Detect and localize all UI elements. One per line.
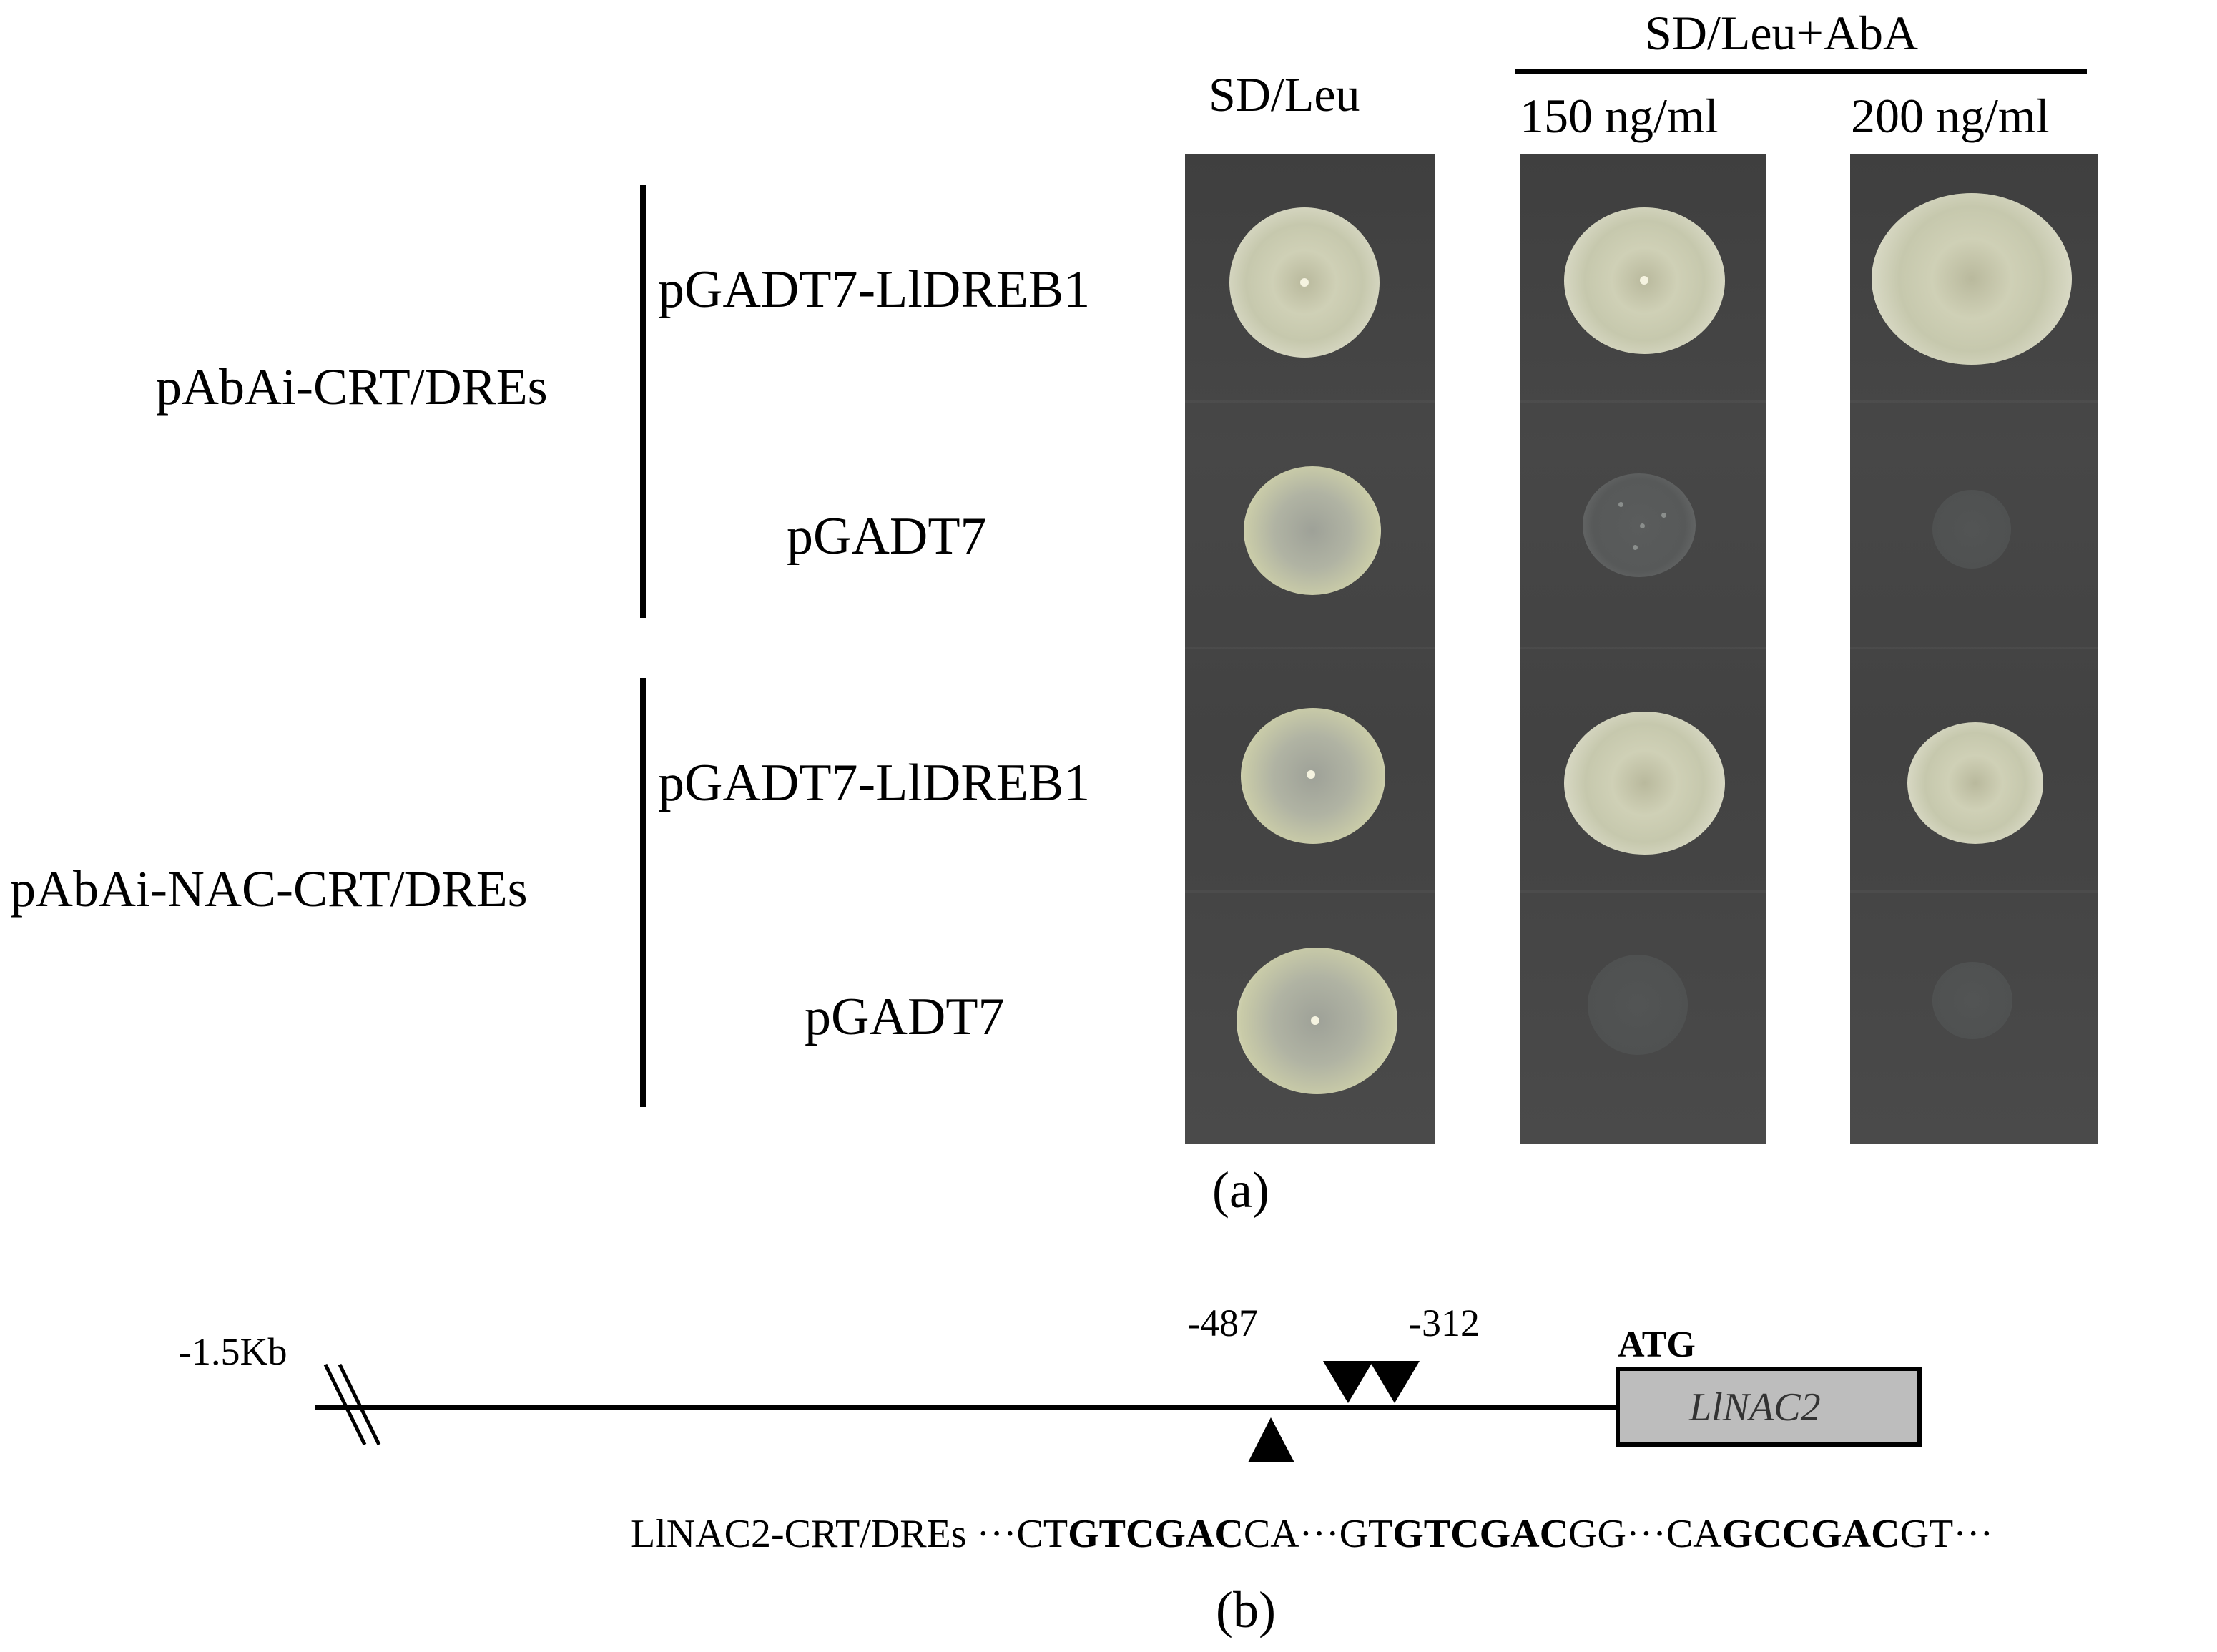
- site-label-487: -487: [1187, 1302, 1258, 1344]
- colony: [1564, 207, 1725, 354]
- atg-label: ATG: [1618, 1324, 1696, 1365]
- header-200-ngml: 200 ng/ml: [1851, 89, 2050, 143]
- seq-motif: GTCGAC: [1392, 1512, 1569, 1556]
- colony: [1244, 466, 1381, 595]
- site-marker-down: [1323, 1361, 1373, 1403]
- colony: [1583, 473, 1696, 577]
- colony: [1237, 948, 1397, 1094]
- site-marker-down: [1370, 1361, 1420, 1403]
- row-label-pgadt7-lldreb1: pGADT7-LlDREB1: [658, 260, 1091, 319]
- seq-motif: GCCGAC: [1721, 1512, 1900, 1556]
- seq-part: CA···GT: [1243, 1512, 1393, 1556]
- plate-200-ngml: [1850, 154, 2098, 1144]
- colony: [1932, 490, 2011, 569]
- seq-part: GG···CA: [1568, 1512, 1722, 1556]
- panel-a-caption: (a): [1212, 1161, 1269, 1219]
- site-marker-up: [1248, 1417, 1294, 1462]
- gene-label: LlNAC2: [1689, 1385, 1821, 1430]
- group-bracket-2: [640, 678, 646, 1107]
- plate-150-ngml: [1520, 154, 1766, 1144]
- group-label-crt-dres: pAbAi-CRT/DREs: [156, 358, 548, 416]
- header-underline: [1515, 69, 2087, 74]
- colony: [1932, 962, 2012, 1039]
- colony: [1241, 708, 1385, 844]
- break-mark: [338, 1363, 381, 1446]
- break-mark: [323, 1363, 367, 1446]
- header-sd-leu: SD/Leu: [1209, 67, 1360, 122]
- site-label-312: -312: [1409, 1302, 1480, 1344]
- group-bracket-1: [640, 185, 646, 618]
- group-label-nac-crt-dres: pAbAi-NAC-CRT/DREs: [10, 860, 528, 918]
- seq-part: ···CT: [976, 1512, 1068, 1556]
- sequence-line: LlNAC2-CRT/DREs ···CTGTCGACCA···GTGTCGAC…: [631, 1514, 1993, 1554]
- gene-box: [1616, 1367, 1922, 1447]
- sequence-label: LlNAC2-CRT/DREs: [631, 1512, 967, 1556]
- header-150-ngml: 150 ng/ml: [1520, 89, 1719, 143]
- row-label-pgadt7: pGADT7: [787, 507, 987, 566]
- colony: [1907, 722, 2043, 844]
- seq-motif: GTCGAC: [1068, 1512, 1244, 1556]
- plate-sd-leu: [1185, 154, 1435, 1144]
- start-label: -1.5Kb: [179, 1330, 287, 1373]
- colony: [1588, 955, 1688, 1055]
- seq-part: GT···: [1899, 1512, 1994, 1556]
- colony: [1872, 193, 2072, 365]
- row-label-pgadt7: pGADT7: [805, 988, 1005, 1046]
- panel-b-caption: (b): [1216, 1581, 1276, 1638]
- header-sd-leu-aba: SD/Leu+AbA: [1645, 6, 1919, 60]
- promoter-diagram: [315, 1361, 1922, 1462]
- row-label-pgadt7-lldreb1: pGADT7-LlDREB1: [658, 754, 1091, 812]
- colony: [1229, 207, 1380, 358]
- colony: [1564, 712, 1725, 855]
